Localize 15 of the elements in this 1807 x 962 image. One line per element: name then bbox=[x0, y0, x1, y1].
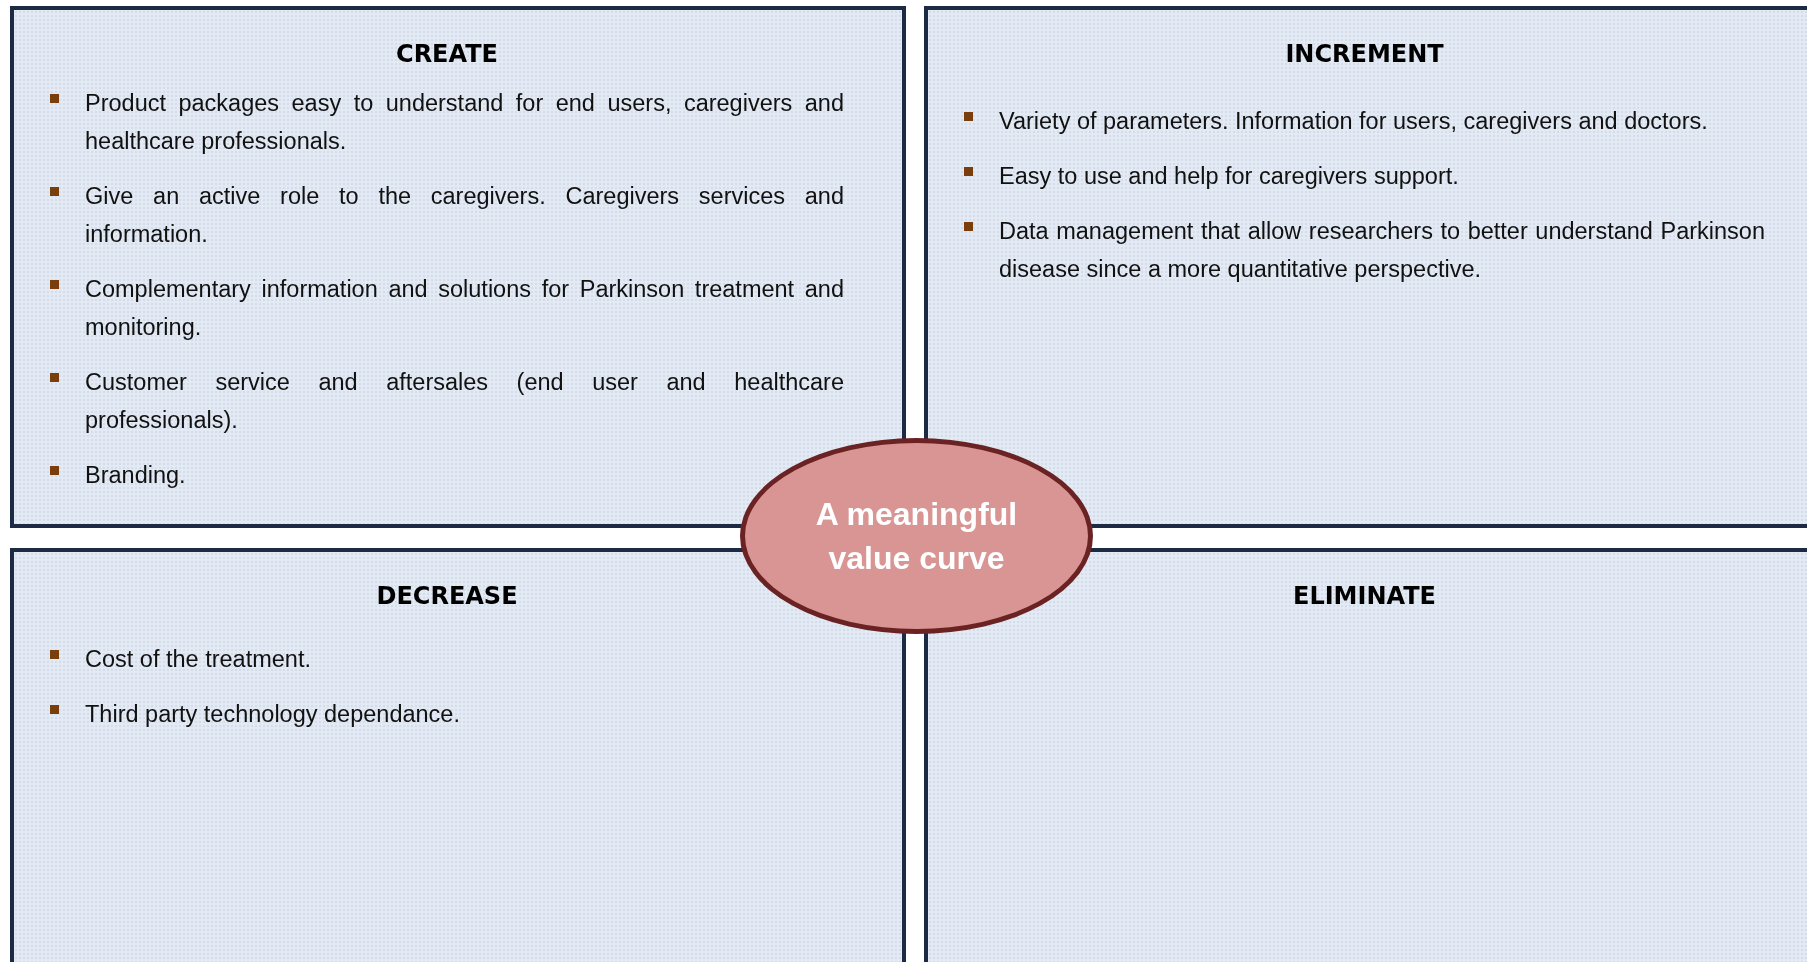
bullet-text: Cost of the treatment. bbox=[85, 645, 312, 674]
panel-heading: ELIMINATE bbox=[1292, 582, 1437, 610]
bullet-text: Branding. bbox=[85, 461, 187, 490]
panel-heading: DECREASE bbox=[375, 582, 519, 610]
bullet-text: Give an active role to the caregivers. Caregivers services and information. bbox=[85, 182, 844, 249]
bullet-text: Data management that allow researchers to better understand Parkinson disease since a more quantitative perspective. bbox=[999, 217, 1765, 284]
bullet-text: Variety of parameters. Information for users, caregivers and doctors. bbox=[999, 107, 1709, 136]
bullet-text: Easy to use and help for caregivers support. bbox=[999, 162, 1460, 191]
bullet-text: Complementary information and solutions for Parkinson treatment and monitoring. bbox=[85, 275, 844, 342]
bullet-text: Customer service and aftersales (end user and healthcare professionals). bbox=[85, 368, 844, 435]
bullet-text: Product packages easy to understand for end users, caregivers and healthcare professionals. bbox=[85, 89, 844, 156]
panel-heading: INCREMENT bbox=[1284, 40, 1445, 68]
bullet-text: Third party technology dependance. bbox=[85, 700, 461, 729]
panel-heading: CREATE bbox=[395, 40, 499, 68]
ellipse-label: A meaningful value curve bbox=[814, 495, 1019, 578]
